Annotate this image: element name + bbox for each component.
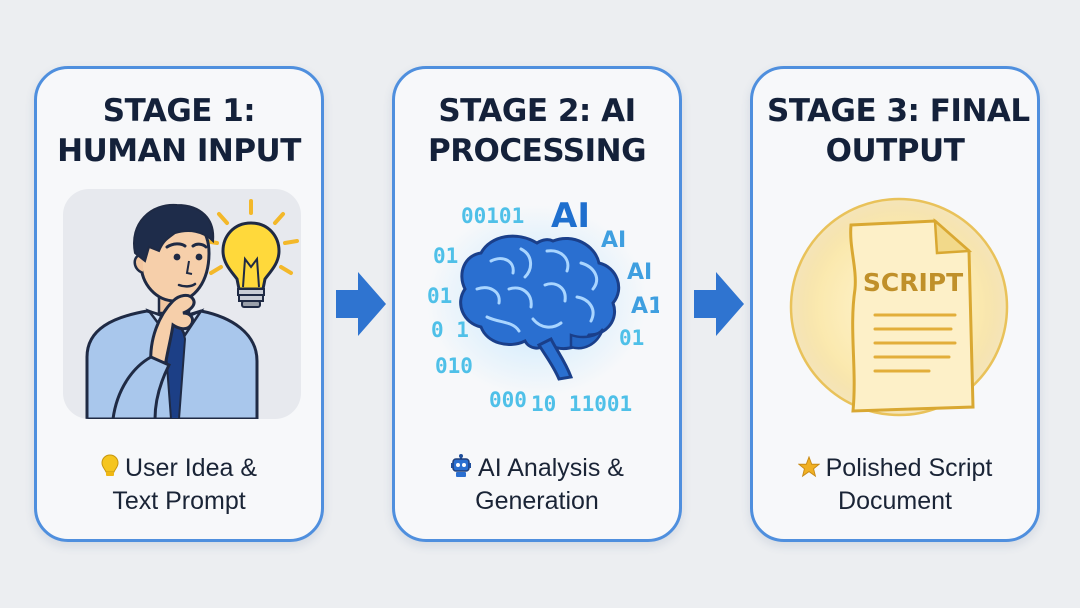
lightbulb-icon — [101, 454, 119, 486]
lightbulb-icon — [203, 199, 299, 308]
svg-text:01: 01 — [619, 326, 644, 350]
stage-1-caption-line2: Text Prompt — [112, 487, 246, 515]
svg-text:0 1: 0 1 — [431, 318, 469, 342]
document-icon: SCRIPT — [849, 218, 975, 413]
ai-text: AI AI AI A1 — [551, 196, 659, 319]
stage-3-caption: Polished Script Document — [753, 453, 1037, 517]
stage-3-title: STAGE 3: FINAL OUTPUT — [753, 91, 1037, 171]
svg-text:01: 01 — [427, 284, 452, 308]
svg-text:AI: AI — [601, 228, 626, 253]
binary-text: 00101 01 01 0 1 010 000 10 11001 01 — [427, 204, 644, 416]
stage-3-title-line2: OUTPUT — [825, 133, 965, 169]
star-icon — [797, 455, 820, 486]
svg-text:AI: AI — [551, 196, 590, 236]
svg-text:010: 010 — [435, 354, 473, 378]
stage-1-caption: User Idea & Text Prompt — [37, 453, 321, 517]
thinking-person-illustration — [63, 189, 301, 419]
robot-icon — [450, 454, 472, 486]
stage-2-caption: AI Analysis & Generation — [395, 453, 679, 517]
document-label: SCRIPT — [863, 268, 963, 297]
svg-text:A1: A1 — [631, 294, 659, 319]
svg-text:AI: AI — [627, 260, 652, 285]
svg-text:000: 000 — [489, 388, 527, 412]
stage-3-card: STAGE 3: FINAL OUTPUT SCRIPT — [750, 66, 1040, 542]
stage-1-title-line1: STAGE 1: — [102, 93, 256, 129]
stage-2-card: STAGE 2: AI PROCESSING 00101 01 01 0 1 0… — [392, 66, 682, 542]
brain-icon — [459, 234, 621, 381]
stage-2-title-line2: PROCESSING — [427, 133, 647, 169]
stage-2-title: STAGE 2: AI PROCESSING — [395, 91, 679, 171]
svg-text:01: 01 — [433, 244, 458, 268]
script-document-illustration: SCRIPT — [779, 189, 1017, 419]
stage-2-caption-line1: AI Analysis & — [478, 454, 624, 482]
ai-brain-illustration: 00101 01 01 0 1 010 000 10 11001 01 AI A… — [421, 189, 659, 419]
stage-1-caption-line1: User Idea & — [124, 454, 257, 482]
svg-text:10 11001: 10 11001 — [531, 392, 632, 416]
flow-arrow-icon — [336, 272, 386, 336]
svg-text:00101: 00101 — [461, 204, 524, 228]
person-illustration — [85, 203, 259, 419]
stage-1-title: STAGE 1: HUMAN INPUT — [37, 91, 321, 171]
stage-3-caption-line2: Document — [838, 487, 952, 515]
flow-arrow-icon — [694, 272, 744, 336]
stage-3-caption-line1: Polished Script — [825, 454, 993, 482]
stage-1-card: STAGE 1: HUMAN INPUT — [34, 66, 324, 542]
stage-3-title-line1: STAGE 3: FINAL — [767, 93, 1030, 129]
stage-1-title-line2: HUMAN INPUT — [57, 133, 301, 169]
stage-2-title-line1: STAGE 2: AI — [438, 93, 636, 129]
stage-2-caption-line2: Generation — [475, 487, 599, 515]
